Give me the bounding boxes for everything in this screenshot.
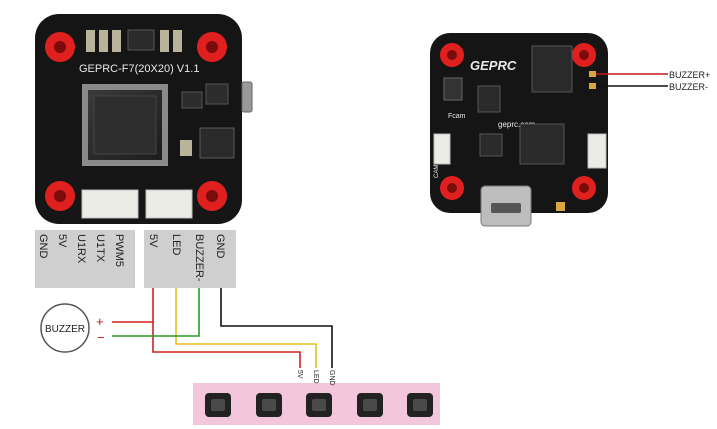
right-buzzer-wires: BUZZER+ BUZZER- bbox=[596, 70, 710, 92]
right-chip bbox=[479, 133, 503, 157]
right-board-fcam-label: Fcam bbox=[448, 113, 466, 120]
right-pinout-panel: 5V LED BUZZER- GND bbox=[144, 230, 236, 288]
buzzer: BUZZER + − bbox=[40, 303, 105, 353]
left-inductor bbox=[199, 127, 235, 159]
pin-label-5v: 5V bbox=[56, 234, 68, 248]
buzzer-label: BUZZER bbox=[45, 324, 85, 335]
led-strip-pin-5v: 5V bbox=[296, 370, 303, 379]
buzzer-minus-sign: − bbox=[97, 330, 105, 345]
left-pinout-panel: GND 5V U1RX U1TX PWM5 bbox=[35, 230, 135, 288]
wire-5v-to-buzzer bbox=[112, 288, 154, 323]
pin-label-u1rx: U1RX bbox=[75, 234, 87, 264]
right-chip bbox=[531, 45, 573, 93]
wire-buzzer-minus bbox=[112, 288, 200, 337]
pin-label-buzzer-minus: BUZZER- bbox=[193, 234, 205, 282]
left-component bbox=[205, 83, 229, 105]
buzzer-minus-label: BUZZER- bbox=[669, 82, 708, 92]
wire-led-signal bbox=[175, 288, 317, 368]
right-board-cam-label: CAM bbox=[434, 165, 440, 178]
led-strip-pin-gnd: GND bbox=[328, 370, 335, 386]
buzzer-plus-pad bbox=[589, 71, 596, 77]
left-flight-controller-board: GEPRC-F7(20X20) V1.1 bbox=[35, 14, 253, 224]
pin-label-gnd-led: GND bbox=[214, 234, 226, 259]
left-connector-led bbox=[145, 189, 193, 219]
left-mount-holes bbox=[45, 32, 227, 211]
buzzer-body bbox=[40, 303, 90, 353]
left-connector-uart bbox=[81, 189, 139, 219]
wire-5v-to-led-strip bbox=[152, 322, 301, 368]
led-strip-pin-led: LED bbox=[312, 370, 319, 384]
left-component bbox=[180, 140, 192, 156]
left-mcu-chip bbox=[82, 84, 168, 166]
left-usb-port bbox=[241, 81, 253, 113]
right-chip bbox=[519, 123, 565, 165]
buzzer-minus-pad bbox=[589, 83, 596, 89]
buzzer-plus-sign: + bbox=[96, 314, 104, 329]
right-connector-cam bbox=[433, 133, 451, 165]
pin-label-u1tx: U1TX bbox=[94, 234, 106, 263]
right-flight-controller-board: GEPRC geprc.com Fcam CAM bbox=[430, 33, 608, 227]
pin-label-led: LED bbox=[170, 234, 182, 255]
pin-label-pwm5: PWM5 bbox=[113, 234, 125, 267]
pin-label-5v-led: 5V bbox=[147, 234, 159, 248]
led-chip bbox=[205, 393, 231, 417]
led-chip bbox=[306, 393, 332, 417]
right-connector bbox=[587, 133, 607, 169]
left-capacitors bbox=[86, 29, 182, 52]
pin-label-gnd: GND bbox=[37, 234, 49, 259]
right-gold-pad bbox=[556, 202, 565, 211]
right-board-website: geprc.com bbox=[498, 120, 536, 129]
right-pin-header bbox=[443, 77, 463, 101]
wire-gnd bbox=[220, 288, 333, 368]
led-chip bbox=[256, 393, 282, 417]
led-chip bbox=[357, 393, 383, 417]
right-board-logo: GEPRC bbox=[470, 58, 517, 73]
led-chip bbox=[407, 393, 433, 417]
left-board-title: GEPRC-F7(20X20) V1.1 bbox=[79, 63, 199, 75]
left-component bbox=[181, 91, 203, 109]
led-strip: 5V LED GND bbox=[193, 370, 440, 425]
buzzer-plus-label: BUZZER+ bbox=[669, 70, 710, 80]
wires bbox=[112, 288, 333, 368]
right-chip bbox=[477, 85, 501, 113]
